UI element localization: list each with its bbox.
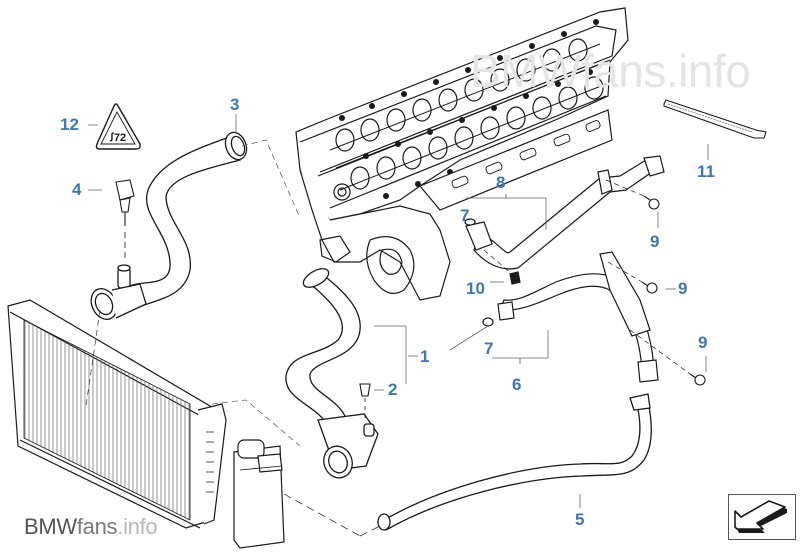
callout-1[interactable]: 1: [420, 347, 430, 366]
upper-hose-drawing: [90, 131, 248, 321]
callout-9-bottom[interactable]: 9: [698, 333, 708, 352]
cable-tie-drawing: [663, 99, 767, 139]
callout-5[interactable]: 5: [575, 510, 585, 529]
logo-brand: BMW: [24, 514, 77, 539]
temperature-sensor-drawing: [115, 179, 135, 262]
bmwfans-logo[interactable]: BMWfans.info: [24, 514, 158, 540]
overflow-hose-drawing: [283, 393, 652, 537]
logo-suffix: .info: [117, 514, 158, 539]
callout-9-top[interactable]: 9: [650, 232, 660, 251]
svg-text:ꭍ72: ꭍ72: [109, 132, 126, 144]
screws-drawing: [605, 179, 706, 386]
cylinder-head-drawing: [295, 7, 629, 301]
water-pipe-bracket-drawing: [482, 251, 659, 383]
callout-6[interactable]: 6: [512, 375, 522, 394]
callout-12[interactable]: 12: [60, 115, 79, 134]
hot-coolant-warning-triangle-icon: ꭍ72: [95, 103, 141, 150]
lower-hose-drawing: [285, 268, 379, 479]
arrow-down-left-icon: [734, 500, 787, 533]
callout-8[interactable]: 8: [496, 173, 506, 192]
watermark-top: BMWfans.info: [470, 45, 751, 97]
expansion-tank-drawing: [233, 439, 285, 549]
callout-10[interactable]: 10: [466, 279, 485, 298]
callout-7-top[interactable]: 7: [460, 206, 470, 225]
leader-lines: [88, 114, 709, 508]
callout-3[interactable]: 3: [230, 95, 240, 114]
callout-7-bottom[interactable]: 7: [484, 339, 494, 358]
next-diagram-button[interactable]: [728, 494, 796, 540]
radiator-drawing: [7, 299, 227, 529]
callout-2[interactable]: 2: [388, 380, 398, 399]
callout-9-middle[interactable]: 9: [678, 279, 688, 298]
callout-4[interactable]: 4: [72, 180, 82, 199]
bleed-screw-drawing: [359, 383, 371, 420]
callout-11[interactable]: 11: [697, 162, 715, 181]
heater-pipe-drawing: [464, 155, 665, 285]
logo-middle: fans: [76, 514, 118, 539]
